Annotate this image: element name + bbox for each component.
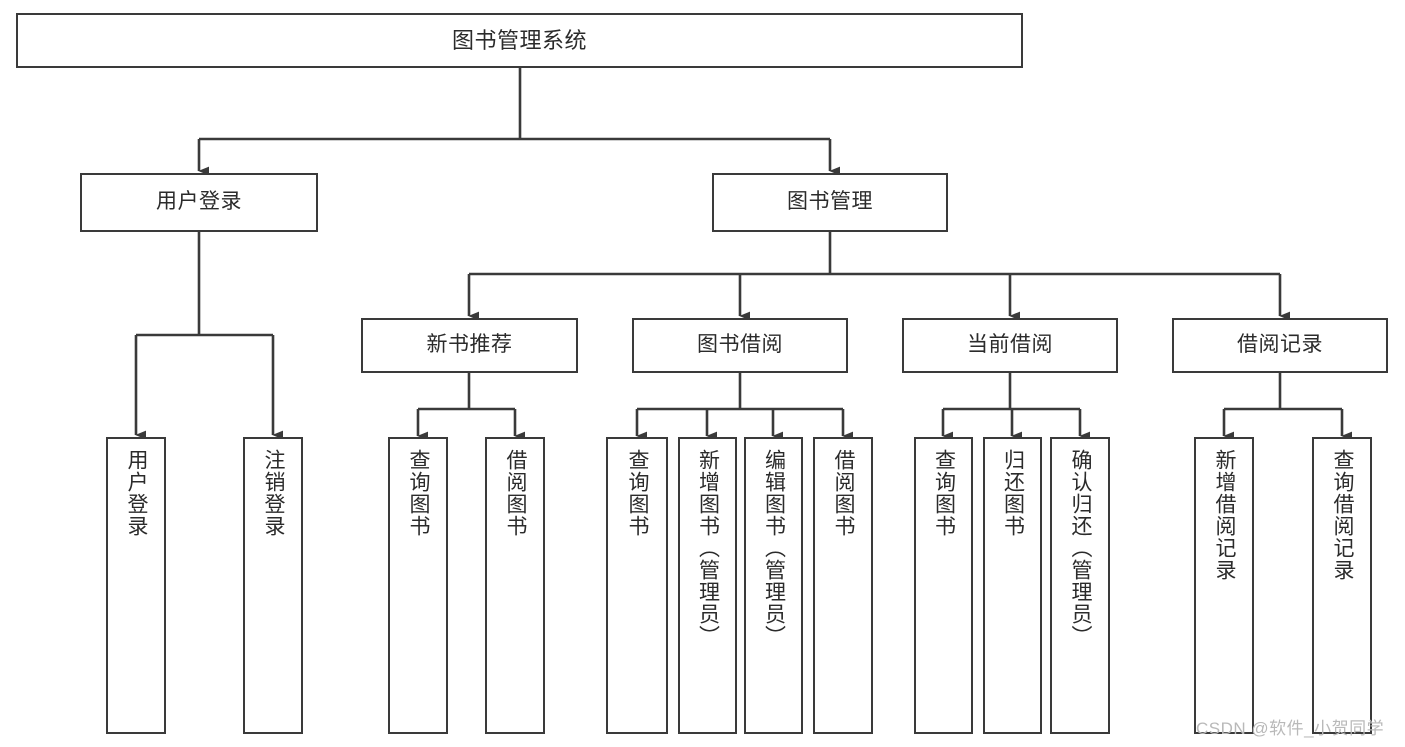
node-label: 查询借阅记录 (1331, 449, 1355, 581)
node-level3-0[interactable]: 新书推荐 (361, 318, 578, 373)
node-label: 查询图书 (626, 449, 650, 537)
node-leaf-1[interactable]: 注销登录 (243, 437, 303, 734)
csdn-watermark: CSDN @软件_小贺同学 (1196, 719, 1385, 738)
node-leaf-6[interactable]: 编辑图书（管理员） (744, 437, 803, 734)
node-level3-1[interactable]: 图书借阅 (632, 318, 848, 373)
node-label: 新增图书（管理员） (696, 449, 720, 647)
node-leaf-9[interactable]: 归还图书 (983, 437, 1042, 734)
node-label: 编辑图书（管理员） (762, 449, 786, 647)
node-label: 图书管理 (787, 190, 873, 214)
node-label: 新书推荐 (426, 333, 513, 357)
node-label: 图书借阅 (697, 333, 783, 357)
node-label: 确认归还（管理员） (1069, 449, 1093, 647)
node-label: 图书管理系统 (451, 27, 587, 53)
node-label: 注销登录 (262, 449, 286, 537)
node-label: 借阅图书 (832, 449, 856, 537)
node-leaf-3[interactable]: 借阅图书 (485, 437, 545, 734)
node-label: 归还图书 (1001, 449, 1025, 537)
node-leaf-2[interactable]: 查询图书 (388, 437, 448, 734)
node-label: 用户登录 (156, 190, 242, 214)
node-leaf-8[interactable]: 查询图书 (914, 437, 973, 734)
node-level3-3[interactable]: 借阅记录 (1172, 318, 1388, 373)
node-label: 当前借阅 (967, 333, 1053, 357)
node-label: 用户登录 (125, 449, 149, 537)
node-level2-1[interactable]: 图书管理 (712, 173, 948, 232)
node-level2-0[interactable]: 用户登录 (80, 173, 318, 232)
node-leaf-5[interactable]: 新增图书（管理员） (678, 437, 737, 734)
node-label: 新增借阅记录 (1213, 449, 1237, 581)
node-leaf-0[interactable]: 用户登录 (106, 437, 166, 734)
node-label: 查询图书 (932, 449, 956, 537)
node-label: 借阅记录 (1237, 333, 1323, 357)
node-leaf-11[interactable]: 新增借阅记录 (1194, 437, 1254, 734)
node-leaf-7[interactable]: 借阅图书 (813, 437, 873, 734)
node-level3-2[interactable]: 当前借阅 (902, 318, 1118, 373)
node-leaf-10[interactable]: 确认归还（管理员） (1050, 437, 1110, 734)
node-label: 查询图书 (407, 449, 431, 537)
connector-group (134, 68, 1353, 441)
node-leaf-4[interactable]: 查询图书 (606, 437, 668, 734)
node-root-0[interactable]: 图书管理系统 (16, 13, 1023, 68)
node-label: 借阅图书 (504, 449, 528, 537)
node-leaf-12[interactable]: 查询借阅记录 (1312, 437, 1372, 734)
